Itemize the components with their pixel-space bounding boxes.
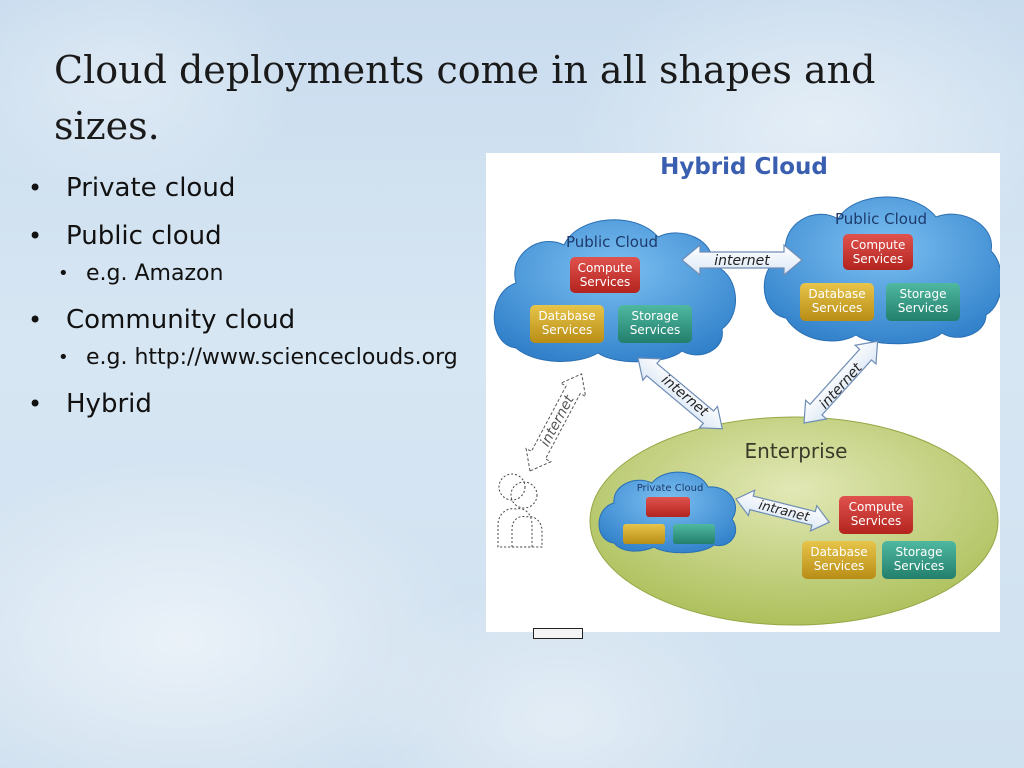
arrow-shape <box>735 489 831 533</box>
storage-services-box <box>618 305 692 343</box>
internet-arrow-left: internet <box>637 357 724 430</box>
bullet-community-cloud: • Community cloud <box>28 304 468 336</box>
bullet-dot: • <box>58 263 69 284</box>
sub-bullet-amazon: • e.g. Amazon <box>28 260 468 288</box>
diagram-title: Hybrid Cloud <box>660 154 828 180</box>
internet-arrow-user: internet <box>525 373 587 472</box>
database-services-box <box>802 541 876 579</box>
right-cloud-label: Public Cloud <box>835 210 927 228</box>
bullet-dot: • <box>58 347 69 368</box>
internet-label: internet <box>658 372 711 420</box>
bullet-text: Community cloud <box>66 305 296 335</box>
bullet-text: e.g. http://www.scienceclouds.org <box>86 345 458 370</box>
compute-services-box <box>570 257 640 293</box>
arrow-shape <box>681 243 803 277</box>
storage-services-box <box>886 283 960 321</box>
slide-title: Cloud deployments come in all shapes and… <box>54 48 876 148</box>
storage-services-box <box>882 541 956 579</box>
bullet-public-cloud: • Public cloud <box>28 220 468 252</box>
bullet-text: e.g. Amazon <box>86 261 224 286</box>
bullet-dot: • <box>28 390 43 418</box>
bullet-text: Public cloud <box>66 221 222 251</box>
compute-services-box <box>843 234 913 270</box>
private-cloud: Private Cloud <box>598 471 737 554</box>
bullet-private-cloud: • Private cloud <box>28 172 468 204</box>
sub-bullet-scienceclouds: • e.g. http://www.scienceclouds.org <box>28 344 468 372</box>
private-cloud-label: Private Cloud <box>637 483 704 494</box>
internet-label: internet <box>537 392 577 449</box>
bullet-dot: • <box>28 222 43 250</box>
database-services-box <box>800 283 874 321</box>
bullet-dot: • <box>28 306 43 334</box>
bullet-list: • Private cloud • Public cloud • e.g. Am… <box>28 172 468 436</box>
internet-label: internet <box>816 360 865 412</box>
arrow-shape <box>803 340 879 424</box>
bullet-dot: • <box>28 174 43 202</box>
internet-arrow-right: internet <box>803 340 879 424</box>
database-services-box <box>623 524 665 544</box>
bullet-text: Private cloud <box>66 173 236 203</box>
storage-services-box <box>673 524 715 544</box>
arrow-shape <box>525 373 587 472</box>
enterprise-label: Enterprise <box>745 439 848 463</box>
database-services-box <box>530 305 604 343</box>
internet-label: internet <box>714 253 770 269</box>
left-cloud-label: Public Cloud <box>566 233 658 251</box>
compute-services-box <box>839 496 913 534</box>
image-credit-badge <box>533 628 583 639</box>
bullet-text: Hybrid <box>66 389 152 419</box>
internet-arrow-top: internet <box>681 243 803 277</box>
bullet-hybrid: • Hybrid <box>28 388 468 420</box>
users-icon <box>497 473 543 548</box>
enterprise-area: Enterprise Private Cloud intranet Comput… <box>589 416 999 626</box>
compute-services-box <box>646 497 690 517</box>
arrow-shape <box>637 357 724 430</box>
